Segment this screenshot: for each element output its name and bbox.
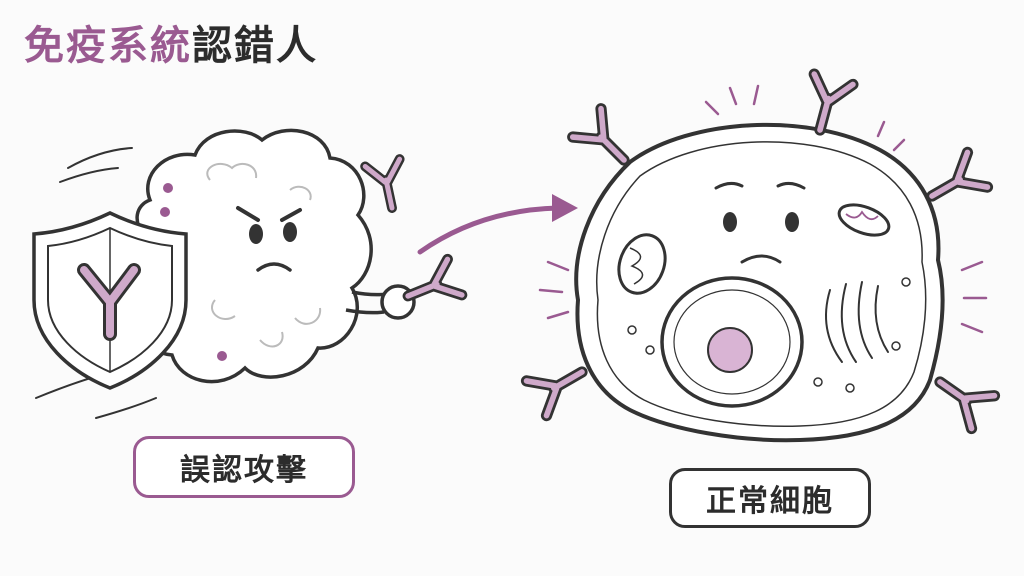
title-rest: 認錯人 (192, 23, 318, 69)
attached-antibody-icon (527, 355, 592, 416)
stress-marks (538, 84, 988, 334)
arrow-icon (417, 194, 578, 255)
label-normal-cell: 正常細胞 (669, 468, 871, 528)
floating-antibody-icon (365, 159, 409, 212)
label-misrecognition-attack: 誤認攻擊 (133, 436, 355, 498)
attached-antibody-icon (929, 366, 995, 429)
title-accent: 免疫系統 (24, 23, 192, 69)
page-title: 免疫系統認錯人 (24, 18, 318, 74)
target-cell (574, 122, 945, 443)
shield-icon (32, 211, 188, 390)
